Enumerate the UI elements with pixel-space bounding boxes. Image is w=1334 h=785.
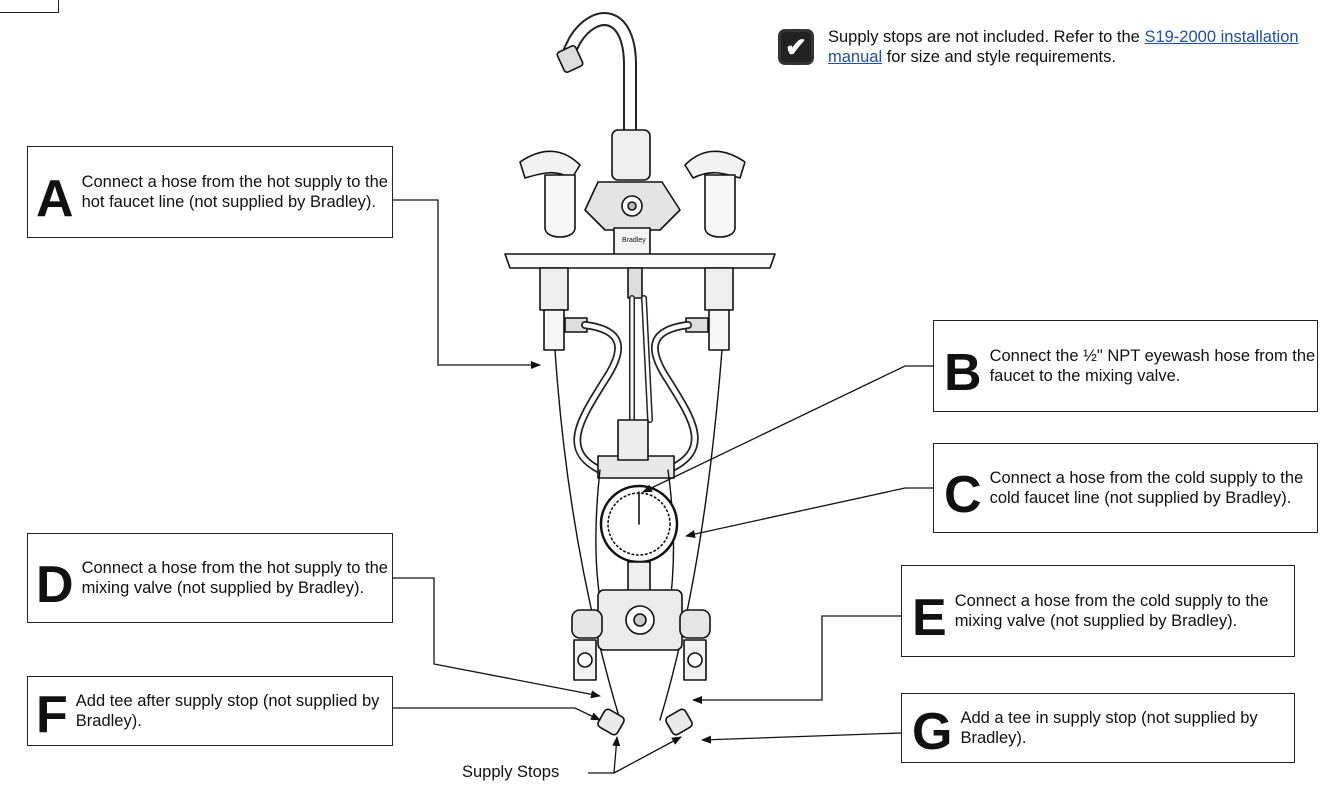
callout-c-text: Connect a hose from the cold supply to t… [989,469,1304,507]
left-faucet-hose [573,321,623,474]
supply-stop-note: ✔ Supply stops are not included. Refer t… [778,27,1318,67]
left-supply-stop [597,708,625,736]
leader-f [393,707,601,721]
hot-supply-hose [554,349,621,721]
leader-c [685,487,933,538]
callout-g-text: Add a tee in supply stop (not supplied b… [960,709,1258,747]
leader-g [701,732,902,744]
right-handle [684,150,746,179]
note-text: Supply stops are not included. Refer to … [828,28,1299,66]
callout-g-letter: G [912,703,953,761]
callout-b-letter: B [944,344,982,402]
hot-check-valve [577,652,593,668]
right-supply-stop [665,708,693,736]
callout-a-text: Connect a hose from the hot supply to th… [81,173,388,211]
leader-d [393,577,601,699]
callout-a: A Connect a hose from the hot supply to … [27,146,393,238]
callout-b-text: Connect the ½" NPT eyewash hose from the… [989,347,1316,385]
supply-stops-label: Supply Stops [462,763,560,781]
callout-d: D Connect a hose from the hot supply to … [27,533,393,623]
callout-e-letter: E [912,589,947,647]
spout-tip [556,44,584,74]
cold-check-valve [687,652,703,668]
right-faucet-hose [650,321,699,474]
leader-e [692,615,901,704]
deck-plate [504,253,776,269]
callout-f-text: Add tee after supply stop (not supplied … [75,692,380,730]
cold-supply-hose [659,349,723,721]
callout-e: E Connect a hose from the cold supply to… [901,565,1295,657]
callout-d-text: Connect a hose from the hot supply to th… [81,559,388,597]
right-shank [704,267,734,311]
callout-a-letter: A [36,170,74,228]
installation-manual-link[interactable]: S19-2000 installation manual [828,28,1299,66]
callout-g: G Add a tee in supply stop (not supplied… [901,693,1295,763]
checkmark-icon: ✔ [778,29,814,65]
page-corner-frame [0,0,59,13]
callout-c-letter: C [944,466,982,524]
callout-b: B Connect the ½" NPT eyewash hose from t… [933,320,1318,412]
leader-b [642,365,933,493]
callout-d-letter: D [36,556,74,614]
callout-f-letter: F [36,686,68,744]
left-handle [519,150,581,179]
callout-f: F Add tee after supply stop (not supplie… [27,676,393,746]
faucet-neck [611,129,651,181]
leader-a [393,199,541,369]
callout-c: C Connect a hose from the cold supply to… [933,443,1318,533]
leader-stops [588,736,621,774]
left-shank [539,267,569,311]
brand-mark: Bradley [622,237,646,244]
callout-e-text: Connect a hose from the cold supply to t… [954,592,1269,630]
